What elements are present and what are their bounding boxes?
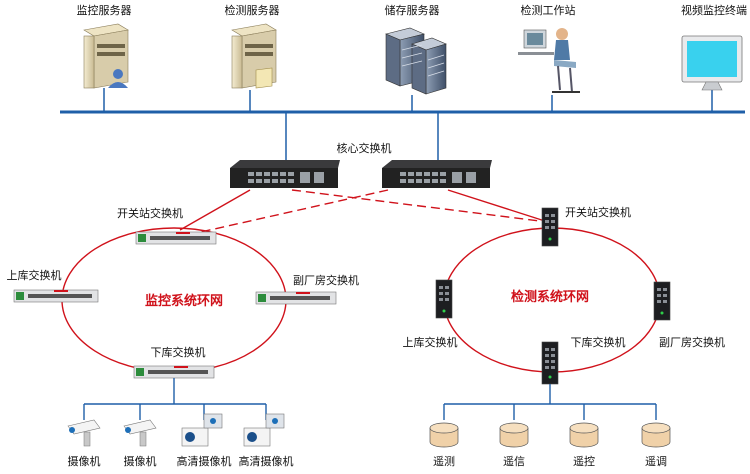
- camera-icon-2: [123, 419, 157, 447]
- monitor-switch-bottom-label: 下库交换机: [151, 345, 206, 359]
- storage-server-label: 储存服务器: [385, 3, 440, 17]
- camera-label-1: 摄像机: [68, 454, 101, 468]
- detect-switch-bottom-icon: [541, 341, 559, 385]
- device-icon-3: [569, 422, 599, 448]
- detect-switch-left-label: 上库交换机: [403, 335, 458, 349]
- detect-switch-right-icon: [653, 281, 671, 321]
- detect-server-icon: [231, 23, 277, 89]
- hd-camera-icon-2: [243, 413, 285, 447]
- monitor-server-label: 监控服务器: [77, 3, 132, 17]
- core-switch-label: 核心交换机: [337, 141, 392, 155]
- terminal-label: 视频监控终端: [681, 3, 747, 17]
- core-uplinks: [179, 189, 549, 235]
- camera-label-4: 高清摄像机: [239, 454, 294, 468]
- detect-switch-top-icon: [541, 207, 559, 247]
- device-label-4: 遥调: [645, 455, 667, 468]
- monitor-switch-top-icon: [135, 231, 217, 245]
- camera-label-3: 高清摄像机: [177, 454, 232, 468]
- monitor-switch-left-icon: [13, 289, 99, 303]
- monitor-switch-top-label: 开关站交换机: [117, 206, 183, 220]
- monitor-switch-bottom-icon: [133, 365, 215, 379]
- core-switch-right-icon: [382, 160, 492, 188]
- workstation-label: 检测工作站: [521, 3, 576, 17]
- camera-tree: [83, 378, 267, 420]
- device-label-3: 遥控: [573, 454, 595, 468]
- detect-switch-left-icon: [435, 279, 453, 319]
- detect-switch-top-label: 开关站交换机: [565, 205, 631, 219]
- monitor-terminal-icon: [681, 35, 743, 91]
- device-icon-4: [641, 422, 671, 448]
- detect-ring-label: 检测系统环网: [511, 289, 589, 305]
- monitor-switch-right-icon: [255, 291, 337, 305]
- monitor-ring-label: 监控系统环网: [145, 293, 223, 309]
- monitor-switch-right-label: 副厂房交换机: [293, 273, 359, 287]
- device-icon-2: [499, 422, 529, 448]
- storage-server-icon: [385, 27, 447, 95]
- device-icon-1: [429, 422, 459, 448]
- camera-label-2: 摄像机: [124, 454, 157, 468]
- core-switch-left-icon: [230, 160, 340, 188]
- device-label-1: 遥测: [433, 455, 455, 468]
- detect-server-label: 检测服务器: [225, 3, 280, 17]
- monitor-server-icon: [83, 23, 129, 89]
- device-label-2: 遥信: [503, 455, 525, 468]
- detect-switch-bottom-label: 下库交换机: [571, 335, 626, 349]
- detect-switch-right-label: 副厂房交换机: [659, 335, 725, 349]
- bus-drops: [103, 86, 713, 162]
- monitor-switch-left-label: 上库交换机: [7, 268, 62, 282]
- workstation-icon: [518, 28, 580, 93]
- device-tree: [443, 384, 657, 420]
- hd-camera-icon-1: [181, 413, 223, 447]
- camera-icon-1: [67, 419, 101, 447]
